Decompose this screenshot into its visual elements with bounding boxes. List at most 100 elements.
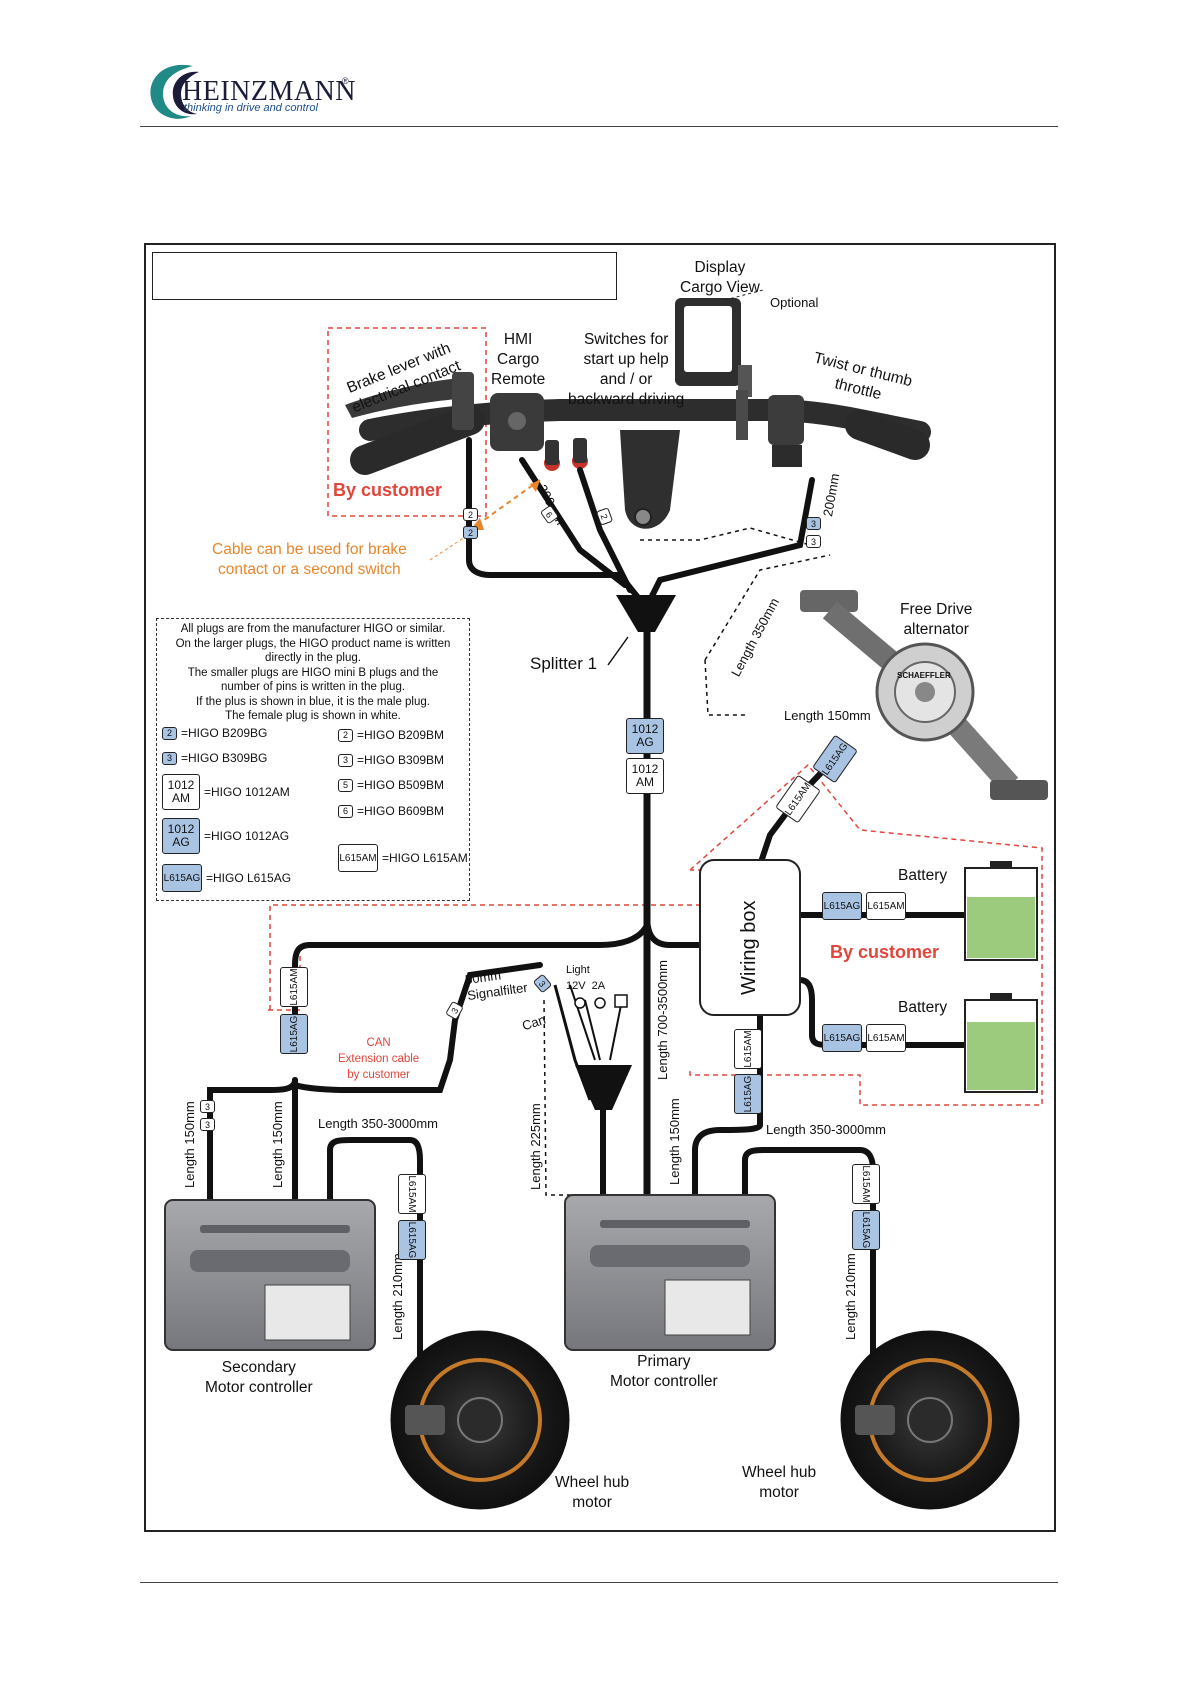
brake-lever [345,378,470,418]
legend-plug: L615AG [162,864,202,892]
brand-tagline: thinking in drive and control [184,102,318,114]
label-wheel-hub-1: Wheel hub motor [555,1474,630,1511]
legend-label: =HIGO B309BG [181,751,268,765]
label-light: Light 12V 2A [566,964,606,992]
plug-l615am-wiring: L615AM [734,1029,762,1069]
legend-item-1012ag: 1012 AG =HIGO 1012AG [162,818,289,854]
diagram-frame [144,243,1056,1532]
plug-l615ag-battery-1: L615AG [822,892,862,920]
splitter-1 [616,595,676,632]
legend-label: =HIGO B609BM [357,804,445,818]
legend-label: =HIGO L615AG [206,871,292,885]
plug-l615am-secondary: L615AM [280,967,308,1007]
splitter-2 [575,1065,632,1110]
legend-item-b209bm: 2 =HIGO B209BM [338,728,444,742]
label-length-210-a: Length 210mm [390,1253,405,1340]
legend-label: =HIGO B209BG [181,726,268,740]
plug-l615ag-battery-2: L615AG [822,1024,862,1052]
plug-l615am-battery-1: L615AM [866,892,906,920]
wheel-hub-motor-2 [840,1330,1020,1510]
label-by-customer-power: By customer [830,942,940,962]
plug-mini-3-secondary-b: 3 [200,1118,215,1131]
right-grip [845,410,930,460]
label-wheel-hub-2: Wheel hub motor [742,1464,817,1501]
legend-plug: 1012 AM [162,774,200,810]
legend-label: =HIGO 1012AG [204,829,290,843]
legend-item-b309bm: 3 =HIGO B309BM [338,753,444,767]
plug-mini-2-brake: 2 [463,508,478,521]
legend-plug: 6 [338,804,353,818]
legend-item-b509bm: 5 =HIGO B509BM [338,778,444,792]
plug-l615ag-wiring: L615AG [734,1074,762,1114]
plug-mini-3-secondary: 3 [200,1100,215,1113]
stem [620,430,680,529]
battery-1 [964,861,1038,961]
label-cable-note: Cable can be used for brake contact or a… [212,541,407,578]
handlebar [359,399,931,443]
legend-plug: 2 [338,728,353,742]
battery-2 [964,993,1038,1093]
twist-throttle [768,395,804,445]
label-hmi: HMI Cargo Remote [491,331,546,388]
heinzmann-logo [145,58,355,124]
label-length-350-3000-b: Length 350-3000mm [766,1122,886,1137]
footer-rule [140,1582,1058,1583]
plug-l615am-motor-2: L615AM [852,1164,880,1204]
label-primary-controller: Primary Motor controller [610,1353,718,1390]
plug-legend [156,618,470,901]
legend-plug: 3 [338,753,353,767]
label-length-150-secondary-b: Length 150mm [270,1101,285,1188]
legend-plug: 3 [162,751,177,765]
label-wiring-box: Wiring box [738,900,760,995]
plug-l615ag-secondary: L615AG [280,1014,308,1054]
legend-item-l615ag: L615AG =HIGO L615AG [162,864,291,892]
brand-name: HEINZMANN [182,76,357,107]
plug-l615am-battery-2: L615AM [866,1024,906,1052]
primary-controller [564,1194,776,1351]
plug-1012am: 1012 AM [626,758,664,794]
legend-label: =HIGO B209BM [357,728,445,742]
logo-swoosh-icon [150,64,199,119]
legend-item-l615am: L615AM =HIGO L615AM [338,844,468,872]
legend-item-1012am: 1012 AM =HIGO 1012AM [162,774,290,810]
label-battery-2: Battery [898,999,948,1016]
legend-plug: 2 [162,726,177,740]
plug-l615ag-motor-1: L615AG [398,1220,426,1260]
registered-mark: ® [342,76,349,86]
legend-item-b609bm: 6 =HIGO B609BM [338,804,444,818]
plug-mini-2-brake-male: 2 [463,526,478,539]
label-switches: Switches for start up help and / or back… [568,331,685,408]
label-length-210-b: Length 210mm [843,1253,858,1340]
label-length-700-3500: Length 700-3500mm [655,960,670,1080]
free-drive-alternator [800,590,1048,800]
secondary-controller [164,1199,376,1351]
legend-label: =HIGO B309BM [357,753,445,767]
handlebar-cables [466,437,815,603]
legend-item-b209bg: 2 =HIGO B209BG [162,726,267,740]
plug-mini-3-throttle: 3 [806,517,821,530]
label-length-150-primary: Length 150mm [667,1098,682,1185]
label-length-150-secondary-a: Length 150mm [182,1101,197,1188]
legend-label: =HIGO B509BM [357,778,445,792]
legend-label: =HIGO 1012AM [204,785,290,799]
diagram-title-box [152,252,617,300]
legend-plug: 1012 AG [162,818,200,854]
label-battery-1: Battery [898,867,948,884]
label-length-225: Length 225mm [528,1103,543,1190]
label-length-150-alt: Length 150mm [784,708,871,723]
label-can-extension: CAN Extension cable by customer [338,1037,420,1081]
label-splitter: Splitter 1 [530,654,598,673]
wiring-box [699,859,801,1016]
legend-label: =HIGO L615AM [382,851,468,865]
legend-plug: L615AM [338,844,378,872]
legend-description: All plugs are from the manufacturer HIGO… [175,623,451,722]
label-free-drive: Free Drive alternator [900,601,973,638]
plug-mini-3-throttle-female: 3 [806,535,821,548]
label-optional: Optional [770,295,819,310]
label-by-customer-brake: By customer [333,480,443,500]
label-secondary-controller: Secondary Motor controller [205,1359,313,1396]
wheel-hub-motor-1 [390,1330,570,1510]
header-rule [140,126,1058,127]
label-schaeffler: SCHAEFFLER [897,671,951,680]
